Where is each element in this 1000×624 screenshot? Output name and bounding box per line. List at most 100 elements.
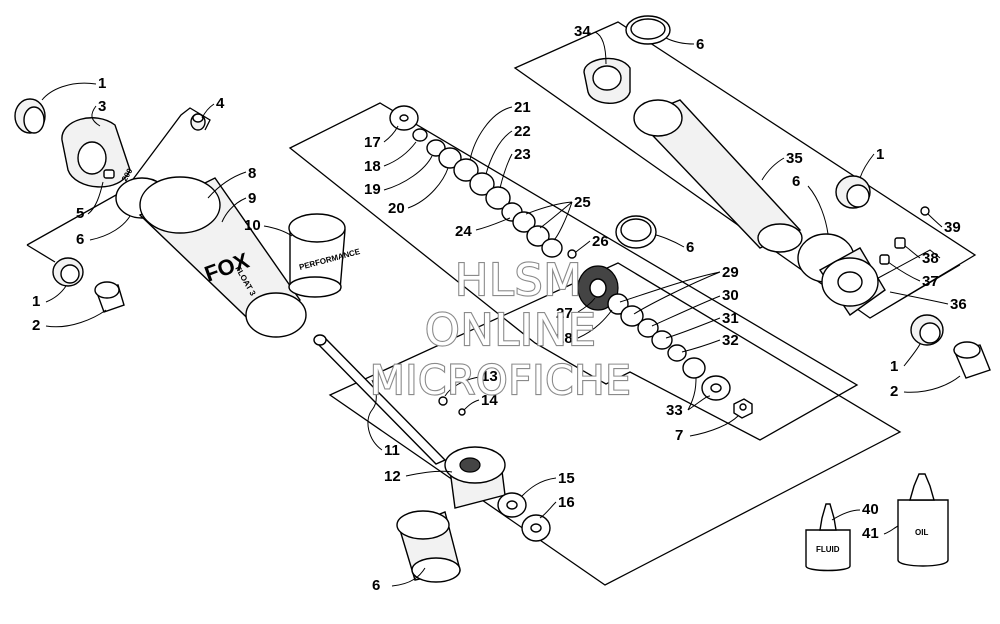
- callout-32: 32: [722, 332, 739, 349]
- leader-line-28: [577, 309, 613, 339]
- callout-37: 37: [922, 273, 939, 290]
- callout-41: 41: [862, 525, 879, 542]
- shim-18: [412, 128, 428, 142]
- leader-line-11: [367, 379, 383, 451]
- watermark-line1: HLSM: [455, 255, 583, 306]
- fluid-bottle: FLUID: [805, 503, 851, 572]
- piston-head: [444, 446, 506, 509]
- leader-line-1: [45, 285, 67, 303]
- leader-line-35: [761, 157, 785, 181]
- callout-6: 6: [686, 239, 694, 256]
- leader-line-13: [444, 376, 480, 397]
- callout-16: 16: [558, 494, 575, 511]
- callout-8: 8: [248, 165, 256, 182]
- leader-line-26: [575, 240, 591, 253]
- sleeve-bushing-reservoir: [953, 341, 991, 379]
- watermark-line2: ONLINE: [425, 305, 597, 356]
- group-outline-shock-body: [26, 107, 211, 246]
- leader-line-39: [927, 213, 943, 228]
- callout-6: 6: [372, 577, 380, 594]
- callout-22: 22: [514, 123, 531, 140]
- callout-26: 26: [592, 233, 609, 250]
- callout-40: 40: [862, 501, 879, 518]
- callout-7: 7: [675, 427, 683, 444]
- air-sleeve: FLOAT 3 FOX: [138, 176, 307, 338]
- callout-6: 6: [792, 173, 800, 190]
- callout-21: 21: [514, 99, 531, 116]
- leader-line-6: [655, 234, 685, 248]
- o-ring-26: [615, 215, 657, 249]
- air-valve-cap: [190, 113, 206, 131]
- bushing-upper-left: [14, 98, 46, 134]
- oil-bottle-label: OIL: [915, 528, 928, 537]
- leader-line-37: [887, 261, 921, 282]
- watermark-line3: MICROFICHE: [370, 358, 632, 404]
- callout-4: 4: [216, 95, 225, 112]
- cap-37: [879, 254, 890, 265]
- callout-1: 1: [98, 75, 106, 92]
- leader-line-6: [89, 215, 131, 241]
- leader-line-7: [689, 415, 739, 437]
- leader-line-1: [903, 343, 921, 367]
- leader-line-32: [681, 339, 721, 353]
- ball-39: [920, 206, 930, 216]
- callout-11: 11: [384, 442, 400, 459]
- shim-33b: [701, 375, 731, 401]
- callout-29: 29: [722, 264, 739, 281]
- washer-15: [497, 492, 527, 518]
- seal-head: [396, 510, 461, 583]
- fluid-bottle-label: FLUID: [816, 545, 840, 554]
- leader-line-34: [594, 31, 607, 65]
- callout-34: 34: [574, 23, 591, 40]
- leader-line-33: [687, 377, 711, 411]
- leader-line-3: [91, 105, 101, 127]
- callout-36: 36: [950, 296, 967, 313]
- leader-line-15: [521, 477, 557, 497]
- shim-22: [469, 172, 495, 196]
- reservoir-inner-bracket: [855, 249, 941, 291]
- shim-21: [453, 158, 479, 182]
- valve-piston: [577, 265, 619, 311]
- leader-line-2: [903, 375, 961, 393]
- damper-shaft: [313, 334, 447, 465]
- leader-line-12: [405, 470, 453, 477]
- callout-35: 35: [786, 150, 803, 167]
- shim-25c: [541, 238, 563, 258]
- shim-20: [438, 147, 462, 169]
- group-outline-valve-stack: [288, 102, 859, 441]
- leader-line-8: [207, 171, 247, 199]
- leader-lines: [41, 31, 961, 587]
- shaft-ball: [458, 408, 466, 416]
- reservoir-inner-bracket-2: [869, 264, 961, 319]
- leader-line-14: [463, 399, 480, 411]
- o-ring-top: [625, 15, 671, 45]
- shim-31: [651, 330, 673, 350]
- eyelet-cap: [61, 117, 131, 188]
- leader-line-18: [383, 141, 417, 167]
- callout-1: 1: [890, 358, 898, 375]
- leader-line-19: [383, 155, 433, 191]
- shaft-pin: [438, 396, 448, 406]
- washer-16: [521, 514, 551, 542]
- leader-line-31: [665, 317, 721, 339]
- ball-26: [567, 249, 577, 259]
- shim-25a: [512, 211, 536, 233]
- leader-line-2: [45, 309, 107, 328]
- oil-bottle: OIL: [897, 473, 949, 567]
- leader-line-36: [889, 291, 949, 305]
- leader-line-9: [221, 197, 247, 223]
- callout-1: 1: [32, 293, 40, 310]
- leader-line-5: [87, 181, 104, 215]
- leader-line-1: [859, 153, 875, 179]
- callout-5: 5: [76, 205, 84, 222]
- callout-20: 20: [388, 200, 405, 217]
- leader-line-6: [807, 185, 829, 235]
- leader-line-38: [904, 245, 921, 259]
- callout-39: 39: [944, 219, 961, 236]
- callout-31: 31: [722, 310, 739, 327]
- shim-32: [667, 344, 687, 362]
- callout-27: 27: [556, 305, 573, 322]
- callout-6: 6: [76, 231, 84, 248]
- leader-line-22: [485, 130, 513, 175]
